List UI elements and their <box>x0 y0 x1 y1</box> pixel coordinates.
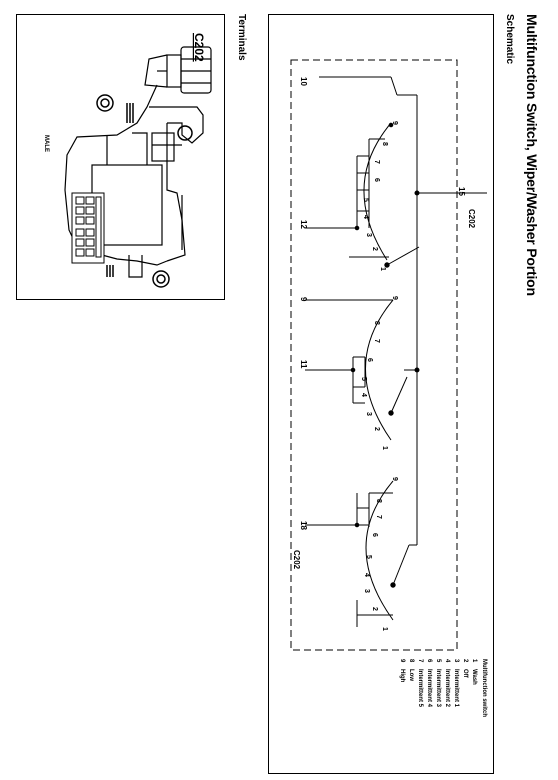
legend-label-1: Wash <box>471 669 477 685</box>
deck1-pos-4: 4 <box>362 215 369 219</box>
legend-label-6: Intermittent 4 <box>426 669 432 708</box>
deck3-pos-2: 2 <box>371 607 378 611</box>
switch-deck-2 <box>305 299 408 441</box>
legend-label-9: High <box>399 669 405 683</box>
deck2-pos-3: 3 <box>365 412 372 416</box>
pin-label-9: 9 <box>299 297 308 302</box>
legend-label-3: Intermittent 1 <box>453 669 459 708</box>
locking-ribs <box>106 103 134 277</box>
deck1-pos-2: 2 <box>371 247 378 251</box>
legend-heading: Multifunction switch <box>481 659 487 717</box>
legend-label-4: Intermittent 2 <box>444 669 450 708</box>
deck1-pos-5: 5 <box>362 198 369 202</box>
deck3-pos-8: 8 <box>375 499 382 503</box>
deck1-pos-1: 1 <box>379 267 386 271</box>
switch-enclosure <box>290 59 458 651</box>
connector-frame: C202 MALE <box>16 14 225 300</box>
pin-label-10: 10 <box>299 77 308 86</box>
deck1-pos-6: 6 <box>373 178 380 182</box>
page-title: Multifunction Switch, Wiper/Washer Porti… <box>524 14 540 296</box>
deck3-pos-7: 7 <box>375 515 382 519</box>
deck2-pos-7: 7 <box>373 339 380 343</box>
deck3-pos-5: 5 <box>365 555 372 559</box>
deck1-pos-3: 3 <box>365 233 372 237</box>
supply-bus <box>397 94 487 546</box>
terminals-heading: Terminals <box>236 14 247 61</box>
schematic-frame: 15 C202 C202 10 12 9 11 18 9 8 7 <box>268 14 494 774</box>
pin-label-12: 12 <box>299 220 308 229</box>
legend-label-2: Off <box>462 669 468 679</box>
connector-gender: MALE <box>43 135 49 152</box>
deck2-pos-6: 6 <box>366 358 373 362</box>
deck2-pos-8: 8 <box>373 321 380 325</box>
legend-num-5: 5 <box>435 659 441 663</box>
deck2-pos-4: 4 <box>360 393 367 397</box>
legend-num-8: 8 <box>408 659 414 663</box>
connector-housing <box>64 84 204 278</box>
legend-num-7: 7 <box>417 659 423 663</box>
switch-deck-3 <box>305 480 410 627</box>
deck3-pos-4: 4 <box>363 573 370 577</box>
legend-num-1: 1 <box>471 659 477 663</box>
connector-ref-top: C202 <box>467 209 476 229</box>
legend-num-6: 6 <box>426 659 432 663</box>
mounting-holes <box>96 94 193 288</box>
terminal-cavities <box>71 192 105 264</box>
legend-num-4: 4 <box>444 659 450 663</box>
pin-label-15: 15 <box>457 187 466 196</box>
deck1-pos-8: 8 <box>381 142 388 146</box>
legend-num-9: 9 <box>399 659 405 663</box>
switch-deck-1 <box>305 76 420 268</box>
deck2-pos-2: 2 <box>373 427 380 431</box>
legend-num-2: 2 <box>462 659 468 663</box>
deck3-pos-6: 6 <box>371 533 378 537</box>
deck2-pos-1: 1 <box>381 446 388 450</box>
connector-ref-bottom: C202 <box>292 550 301 570</box>
deck2-pos-9: 9 <box>391 296 398 300</box>
legend-label-7: Intermittent 5 <box>417 669 423 708</box>
legend-label-5: Intermittent 3 <box>435 669 441 708</box>
pin-label-18: 18 <box>299 521 308 530</box>
deck1-pos-7: 7 <box>373 160 380 164</box>
legend-label-8: Low <box>408 669 414 681</box>
position-legend: Multifunction switch 1 Wash 2 Off 3 Inte… <box>399 659 487 717</box>
pin-label-11: 11 <box>299 360 308 369</box>
deck3-pos-1: 1 <box>381 627 388 631</box>
schematic-diagram: 15 C202 C202 10 12 9 11 18 9 8 7 <box>290 59 487 717</box>
legend-num-3: 3 <box>453 659 459 663</box>
deck1-pos-9: 9 <box>391 121 398 125</box>
connector-drawing: C202 MALE <box>43 33 212 288</box>
page-subtitle: Schematic <box>504 14 515 65</box>
deck2-pos-5: 5 <box>360 377 367 381</box>
deck3-pos-9: 9 <box>391 477 398 481</box>
deck3-pos-3: 3 <box>363 589 370 593</box>
